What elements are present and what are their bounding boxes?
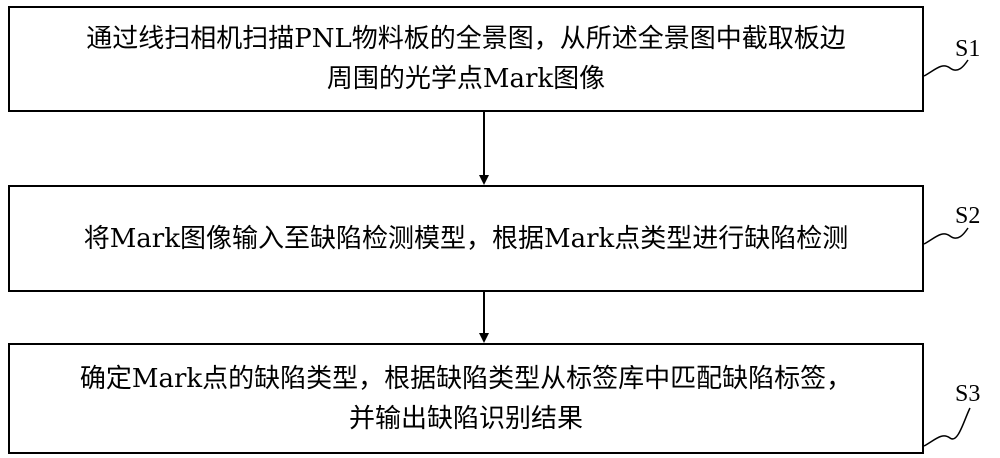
step-box-s2: 将Mark图像输入至缺陷检测模型，根据Mark点类型进行缺陷检测 [8,185,924,292]
step-s3-line-1: 确定Mark点的缺陷类型，根据缺陷类型从标签库中匹配缺陷标签， [79,363,853,394]
leader-s3 [923,407,971,447]
step-s1-line-1: 通过线扫相机扫描PNL物料板的全景图，从所述全景图中截取板边 [86,24,846,54]
step-label-s2: S2 [955,203,981,229]
leader-s2 [923,227,969,245]
step-s1-line-2: 周围的光学点Mark图像 [326,64,606,94]
step-text-s1: 通过线扫相机扫描PNL物料板的全景图，从所述全景图中截取板边 周围的光学点Mar… [86,19,846,99]
step-text-s2: 将Mark图像输入至缺陷检测模型，根据Mark点类型进行缺陷检测 [84,219,849,259]
step-box-s3: 确定Mark点的缺陷类型，根据缺陷类型从标签库中匹配缺陷标签， 并输出缺陷识别结… [8,343,924,454]
step-text-s3: 确定Mark点的缺陷类型，根据缺陷类型从标签库中匹配缺陷标签， 并输出缺陷识别结… [80,359,852,439]
step-s3-line-2: 并输出缺陷识别结果 [348,403,583,434]
step-label-s3: S3 [955,381,981,407]
step-s2-line-1: 将Mark图像输入至缺陷检测模型，根据Mark点类型进行缺陷检测 [83,223,849,254]
step-label-s1: S1 [955,36,981,62]
leader-s1 [923,59,969,77]
step-box-s1: 通过线扫相机扫描PNL物料板的全景图，从所述全景图中截取板边 周围的光学点Mar… [8,6,924,112]
